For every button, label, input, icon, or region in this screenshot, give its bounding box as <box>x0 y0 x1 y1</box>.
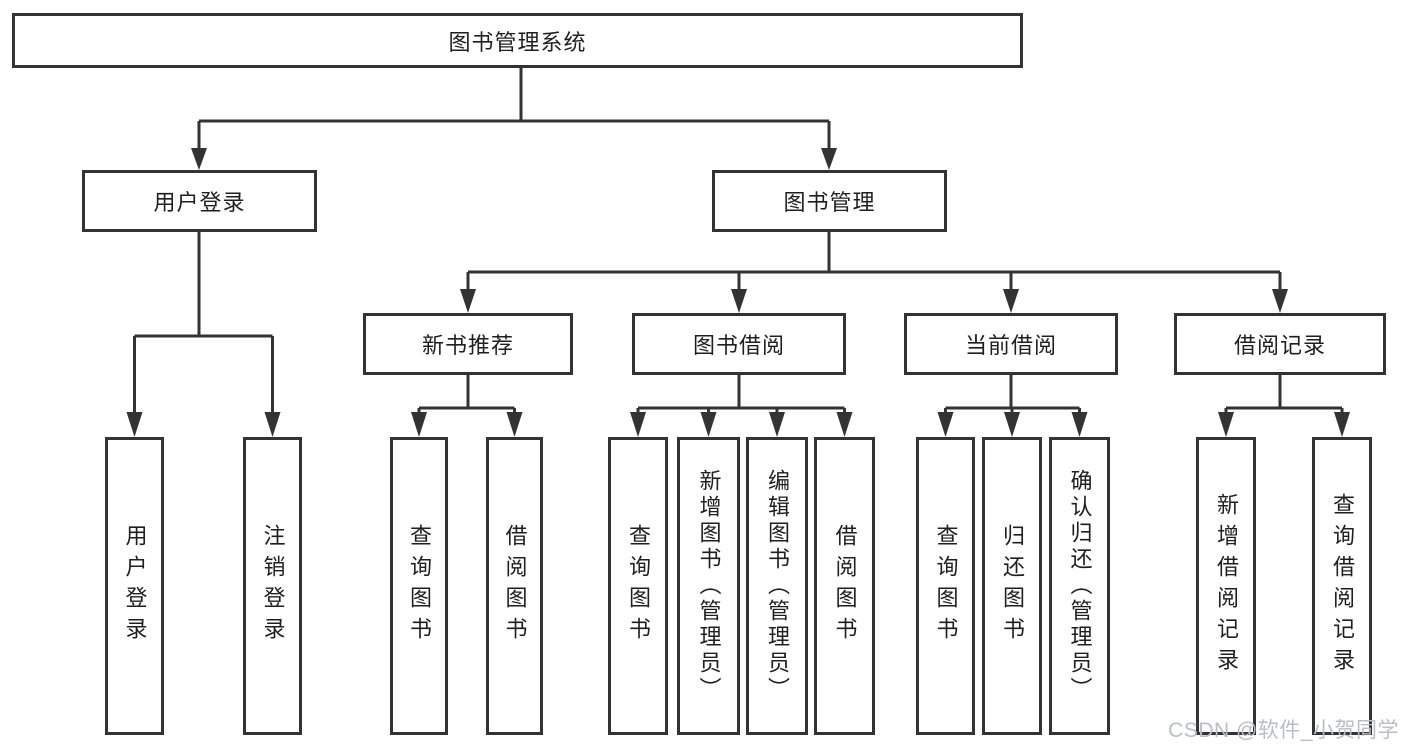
node-label: 查询图书 <box>407 524 432 648</box>
connector-book-management-to-level3 <box>466 232 1282 291</box>
leaf-add-borrow-record: 新增借阅记录 <box>1196 437 1256 735</box>
node-label: 注销登录 <box>260 524 286 648</box>
arrowhead-new-book <box>460 289 476 313</box>
node-label: 确认归还（管理员） <box>1067 469 1093 703</box>
node-label: 图书借阅 <box>692 333 785 358</box>
leaf-add-books-admin: 新增图书（管理员） <box>677 437 740 735</box>
node-borrow-record: 借阅记录 <box>1174 313 1386 375</box>
arrowhead-user-login <box>191 148 207 170</box>
arrowhead-book-borrow <box>731 289 747 313</box>
node-book-borrow: 图书借阅 <box>632 313 846 375</box>
node-label: 查询图书 <box>933 524 959 648</box>
node-label: 借阅图书 <box>502 524 528 648</box>
leaf-query-borrow-record: 查询借阅记录 <box>1312 437 1372 735</box>
connector-new-book-to-leaves <box>417 375 516 414</box>
leaf-borrow-books-2: 借阅图书 <box>814 437 875 735</box>
node-label: 归还图书 <box>1000 524 1025 648</box>
node-label: 用户登录 <box>122 524 148 648</box>
leaf-edit-books-admin: 编辑图书（管理员） <box>746 437 808 735</box>
connector-user-login-to-leaves <box>133 232 274 414</box>
node-label: 新书推荐 <box>421 333 514 358</box>
node-label: 当前借阅 <box>964 333 1057 358</box>
leaf-return-books: 归还图书 <box>982 437 1042 735</box>
node-label: 查询借阅记录 <box>1330 493 1355 679</box>
csdn-watermark: CSDN @软件_小贺同学 <box>1168 719 1399 742</box>
arrowhead-book-management <box>821 148 837 170</box>
leaf-query-books-1: 查询图书 <box>390 437 448 735</box>
leaf-query-books-2: 查询图书 <box>608 437 668 735</box>
node-label: 图书管理 <box>783 190 876 215</box>
node-label: 图书管理系统 <box>448 29 587 55</box>
arrowhead-leaf-logout <box>264 412 281 437</box>
connector-root-to-level2 <box>197 68 831 150</box>
node-label: 查询图书 <box>626 524 651 648</box>
node-current-borrow: 当前借阅 <box>904 313 1118 375</box>
leaf-borrow-books-1: 借阅图书 <box>486 437 543 735</box>
node-root-library-system: 图书管理系统 <box>12 13 1023 68</box>
connector-current-borrow-to-leaves <box>944 375 1081 414</box>
leaf-query-books-3: 查询图书 <box>916 437 975 735</box>
connector-book-borrow-to-leaves <box>636 375 846 414</box>
arrowhead-borrow-record <box>1272 289 1288 313</box>
node-label: 编辑图书（管理员） <box>765 469 790 703</box>
node-label: 新增图书（管理员） <box>696 469 722 703</box>
node-label: 用户登录 <box>153 190 246 215</box>
arrowhead-leaf-login <box>126 412 143 437</box>
leaf-confirm-return-admin: 确认归还（管理员） <box>1049 437 1110 735</box>
node-new-book-recommend: 新书推荐 <box>363 313 573 375</box>
node-label: 借阅记录 <box>1233 333 1326 358</box>
node-book-management: 图书管理 <box>712 170 947 232</box>
leaf-logout: 注销登录 <box>243 437 302 735</box>
node-label: 新增借阅记录 <box>1214 493 1239 679</box>
leaf-user-login: 用户登录 <box>105 437 164 735</box>
node-label: 借阅图书 <box>832 524 858 648</box>
node-user-login: 用户登录 <box>82 170 317 232</box>
arrowhead-current-borrow <box>1003 289 1019 313</box>
connector-borrow-record-to-leaves <box>1224 375 1344 414</box>
